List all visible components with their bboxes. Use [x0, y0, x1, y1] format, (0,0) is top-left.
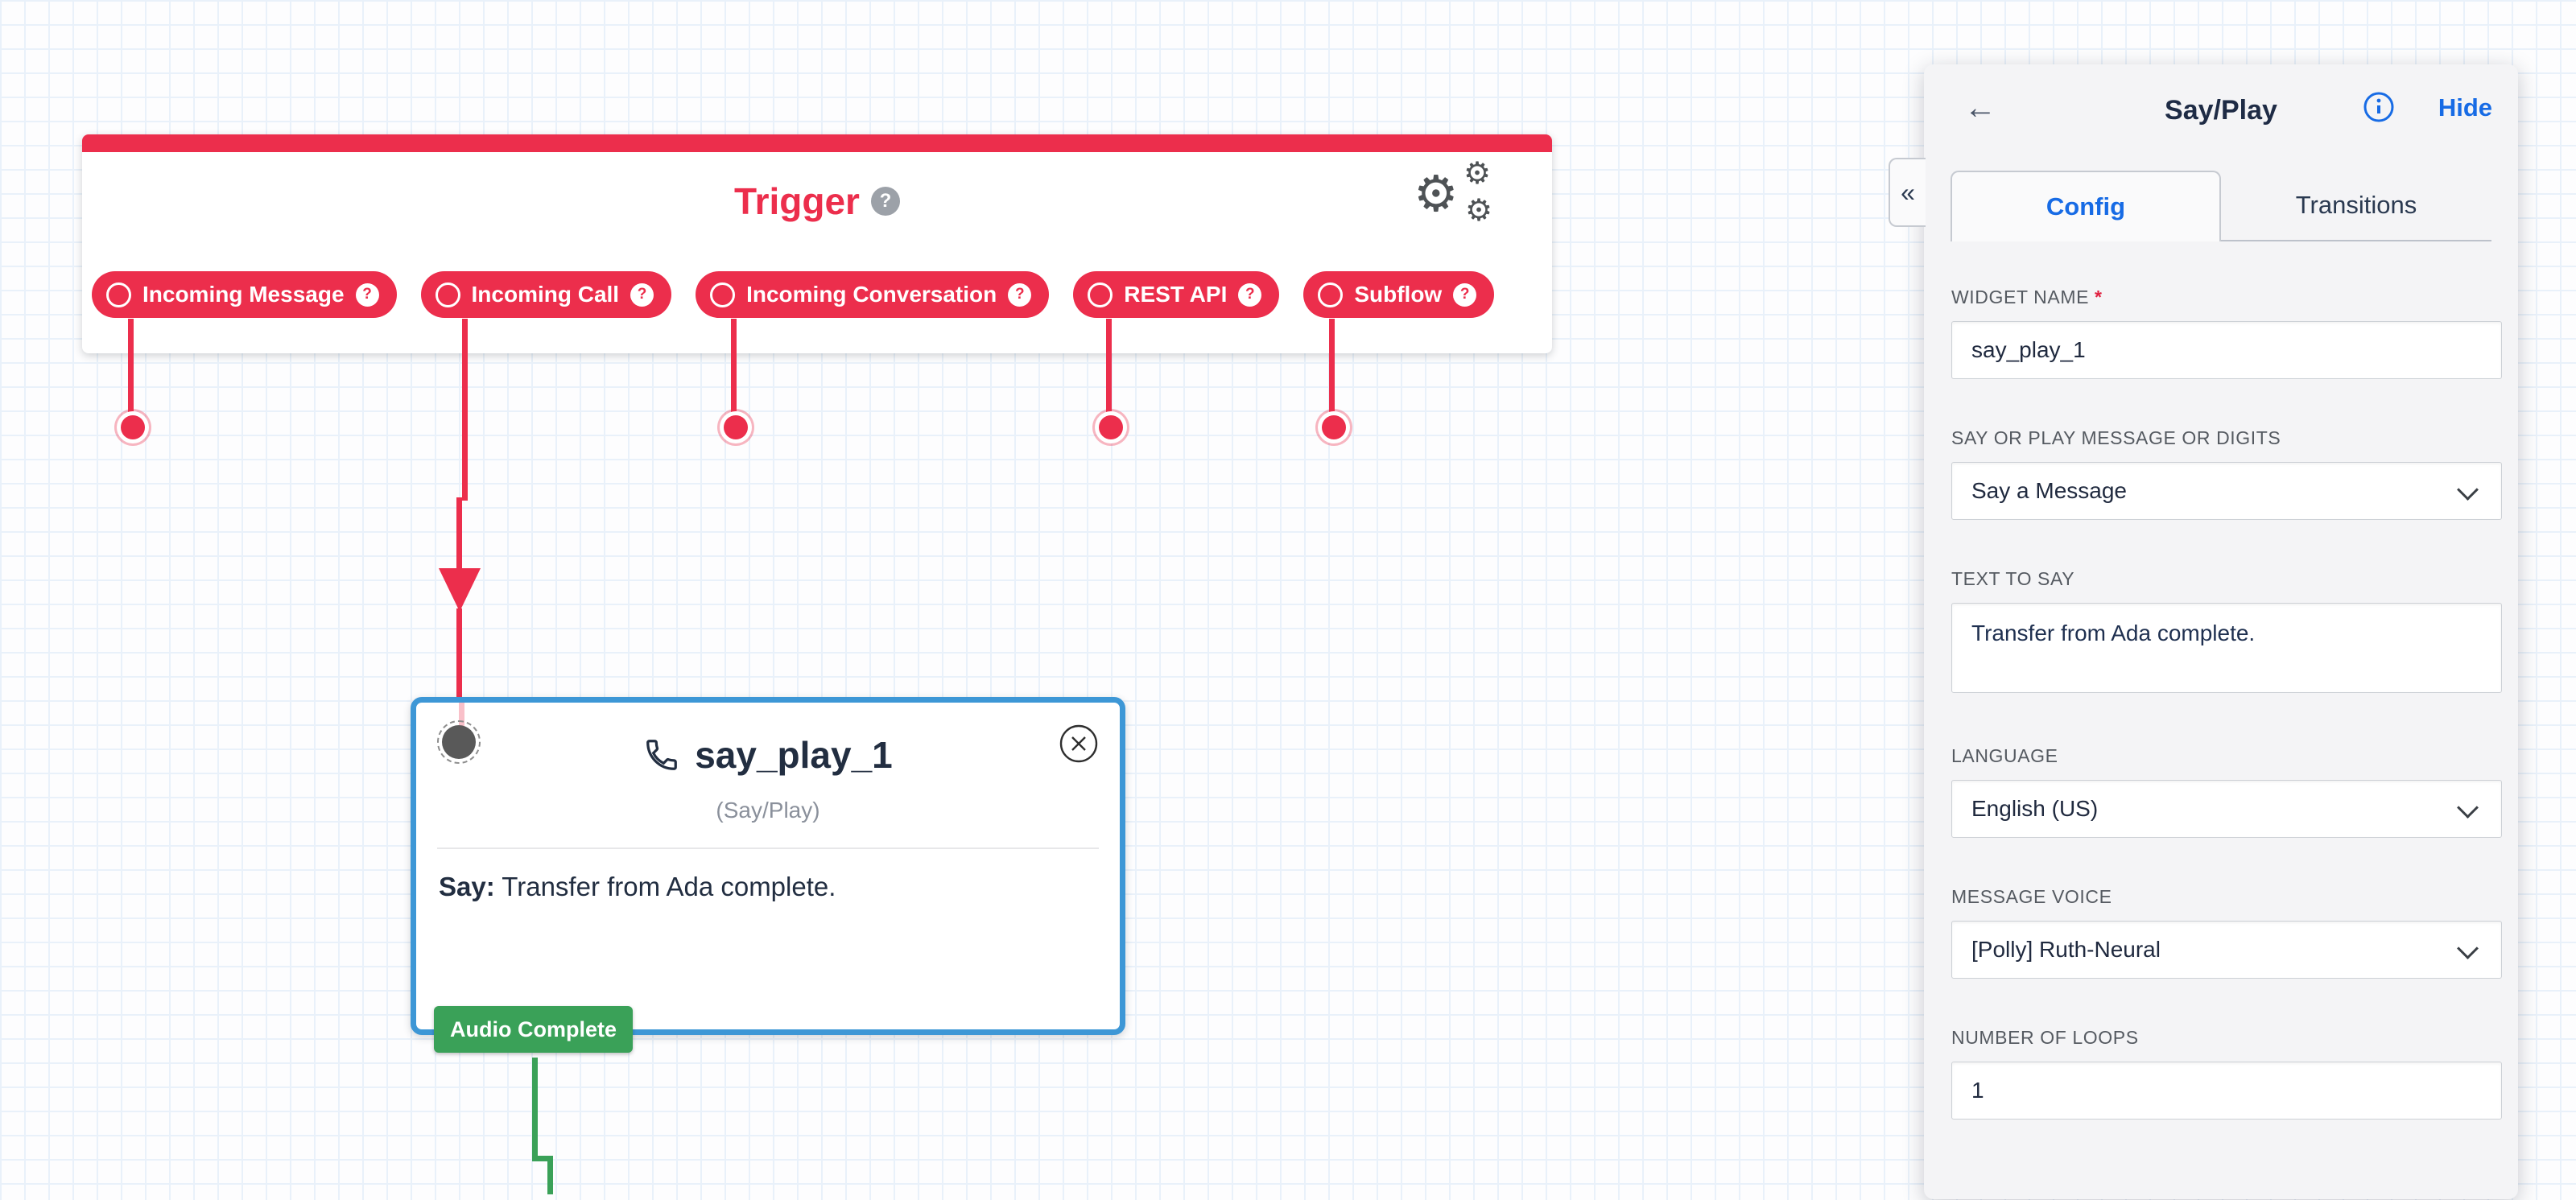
pill-label: REST API — [1124, 282, 1228, 307]
panel-title: Say/Play — [2165, 95, 2277, 126]
trigger-title: Trigger — [734, 180, 860, 222]
text-to-say-textarea[interactable]: Transfer from Ada complete. — [1951, 603, 2502, 693]
say-prefix: Say: — [439, 872, 495, 901]
trigger-pill-rest-api[interactable]: REST API ? — [1073, 271, 1280, 318]
select-value: [Polly] Ruth-Neural — [1971, 937, 2161, 962]
connector-ring-icon — [435, 282, 460, 307]
select-value: Say a Message — [1971, 478, 2127, 503]
pill-label: Subflow — [1354, 282, 1443, 307]
connector-line — [1329, 319, 1335, 415]
pill-label: Incoming Conversation — [746, 282, 997, 307]
field-label: TEXT TO SAY — [1951, 568, 2075, 589]
help-icon[interactable]: ? — [1008, 282, 1032, 307]
connector-line — [731, 319, 737, 415]
transition-connector-elbow — [532, 1156, 553, 1161]
connector-line — [456, 497, 462, 571]
info-icon[interactable] — [2362, 90, 2396, 124]
trigger-pill-subflow[interactable]: Subflow ? — [1303, 271, 1495, 318]
help-icon[interactable]: ? — [1453, 282, 1477, 307]
connection-port[interactable] — [121, 415, 145, 439]
trigger-pill-incoming-call[interactable]: Incoming Call ? — [420, 271, 672, 318]
field-label: SAY OR PLAY MESSAGE OR DIGITS — [1951, 427, 2281, 448]
close-icon[interactable] — [1059, 724, 1099, 764]
help-icon[interactable]: ? — [630, 282, 654, 307]
field-label: WIDGET NAME * — [1951, 287, 2103, 307]
field-label: NUMBER OF LOOPS — [1951, 1027, 2139, 1048]
node-title: say_play_1 — [695, 734, 893, 776]
field-text-to-say: TEXT TO SAY Transfer from Ada complete. — [1951, 568, 2502, 697]
field-message-voice: MESSAGE VOICE [Polly] Ruth-Neural — [1951, 886, 2502, 979]
field-label: LANGUAGE — [1951, 745, 2058, 766]
say-play-widget-node[interactable]: say_play_1 (Say/Play) Say: Transfer from… — [411, 697, 1125, 1053]
connector-line — [128, 319, 134, 415]
connection-port[interactable] — [724, 415, 748, 439]
field-widget-name: WIDGET NAME * — [1951, 287, 2502, 379]
number-of-loops-input[interactable] — [1951, 1062, 2502, 1120]
say-or-play-select[interactable]: Say a Message — [1951, 462, 2502, 520]
trigger-pill-incoming-conversation[interactable]: Incoming Conversation ? — [696, 271, 1050, 318]
input-port-dot[interactable] — [437, 720, 481, 764]
tab-config[interactable]: Config — [1951, 171, 2221, 241]
message-voice-select[interactable]: [Polly] Ruth-Neural — [1951, 921, 2502, 979]
connector-line — [1106, 319, 1112, 415]
field-language: LANGUAGE English (US) — [1951, 745, 2502, 838]
divider — [437, 847, 1099, 849]
connection-port[interactable] — [1322, 415, 1346, 439]
widget-name-input[interactable] — [1951, 321, 2502, 379]
panel-tabs: Config Transitions — [1951, 171, 2491, 241]
required-asterisk: * — [2095, 287, 2103, 307]
connector-ring-icon — [710, 282, 736, 307]
help-icon[interactable]: ? — [1238, 282, 1262, 307]
trigger-accent-bar — [82, 134, 1552, 152]
phone-icon — [643, 736, 680, 773]
audio-complete-transition-badge[interactable]: Audio Complete — [434, 1006, 633, 1053]
tab-transitions[interactable]: Transitions — [2295, 191, 2417, 219]
pill-label: Incoming Call — [471, 282, 620, 307]
chevron-down-icon — [2457, 797, 2479, 819]
connector-ring-icon — [1088, 282, 1113, 307]
chevron-down-icon — [2457, 479, 2479, 501]
say-value: Transfer from Ada complete. — [502, 872, 836, 901]
language-select[interactable]: English (US) — [1951, 780, 2502, 838]
tab-underline — [1951, 240, 2491, 241]
hide-panel-button[interactable]: Hide — [2438, 93, 2492, 122]
connection-port[interactable] — [1099, 415, 1123, 439]
connector-tail — [459, 703, 464, 738]
connector-line — [456, 608, 462, 699]
transition-connector-line — [532, 1058, 538, 1161]
select-value: English (US) — [1971, 796, 2099, 821]
field-say-or-play: SAY OR PLAY MESSAGE OR DIGITS Say a Mess… — [1951, 427, 2502, 520]
trigger-pill-incoming-message[interactable]: Incoming Message ? — [92, 271, 397, 318]
field-number-of-loops: NUMBER OF LOOPS — [1951, 1027, 2502, 1120]
help-icon[interactable]: ? — [870, 187, 900, 216]
connector-arrow-icon — [439, 568, 481, 612]
connector-line — [462, 319, 468, 501]
connector-ring-icon — [106, 282, 131, 307]
help-icon[interactable]: ? — [355, 282, 379, 307]
back-arrow-icon[interactable]: ← — [1964, 90, 1996, 126]
config-side-panel: « ← Say/Play Hide Config Transitions WID… — [1889, 64, 2518, 1199]
field-label: MESSAGE VOICE — [1951, 886, 2112, 907]
trigger-widget[interactable]: Trigger ? ⚙ ⚙ ⚙ Incoming Message ? Incom… — [82, 134, 1552, 353]
pill-label: Incoming Message — [142, 282, 345, 307]
transition-connector-line — [547, 1156, 553, 1194]
collapse-panel-icon[interactable]: « — [1889, 158, 1926, 227]
node-type-label: (Say/Play) — [716, 798, 820, 823]
chevron-down-icon — [2457, 938, 2479, 959]
connector-ring-icon — [1318, 282, 1344, 307]
node-say-text: Say: Transfer from Ada complete. — [439, 872, 1097, 902]
gears-settings-icon[interactable]: ⚙ ⚙ ⚙ — [1414, 157, 1493, 228]
